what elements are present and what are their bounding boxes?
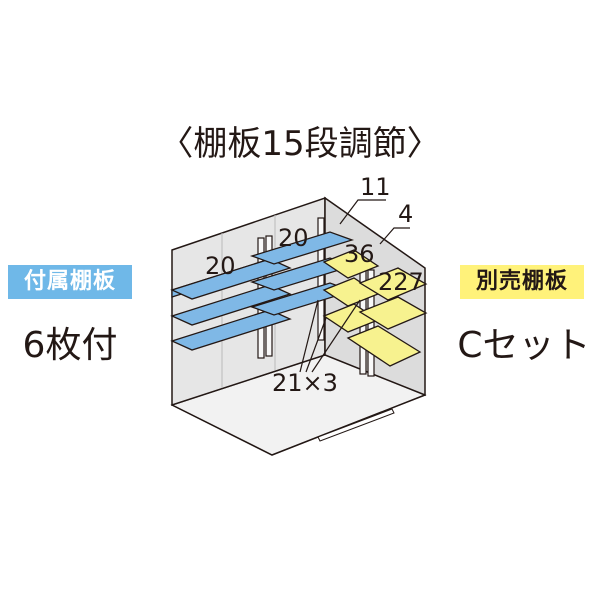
- door-threshold: [317, 408, 395, 442]
- optional-shelves-badge: 別売棚板: [460, 265, 584, 299]
- included-shelves-badge: 付属棚板: [8, 265, 132, 299]
- shelf-count-label-left: 20: [205, 252, 236, 280]
- callout-lines: [299, 199, 410, 373]
- page-title: 〈棚板15段調節〉: [159, 124, 441, 164]
- included-shelf: [249, 231, 355, 265]
- optional-shelf-set: Cセット: [457, 325, 591, 366]
- optional-shelf: [346, 325, 422, 367]
- callout-label-side: 4: [398, 200, 413, 228]
- included-shelf: [170, 309, 292, 351]
- optional-shelf: [322, 249, 380, 279]
- corner-shelf-label: 36: [344, 240, 375, 268]
- side-shelf-label: 227: [378, 268, 424, 296]
- included-shelves-count: 6枚付: [22, 325, 118, 366]
- optional-shelves: [322, 249, 428, 367]
- callout-label-top: 11: [360, 173, 391, 201]
- included-shelf: [170, 284, 292, 326]
- floor-front-edge: [171, 394, 426, 456]
- included-shelf: [170, 258, 292, 300]
- optional-shelf: [358, 267, 428, 301]
- posts-label: 21×3: [272, 369, 338, 397]
- optional-shelf: [358, 296, 428, 330]
- shelf-count-label-middle: 20: [278, 224, 309, 252]
